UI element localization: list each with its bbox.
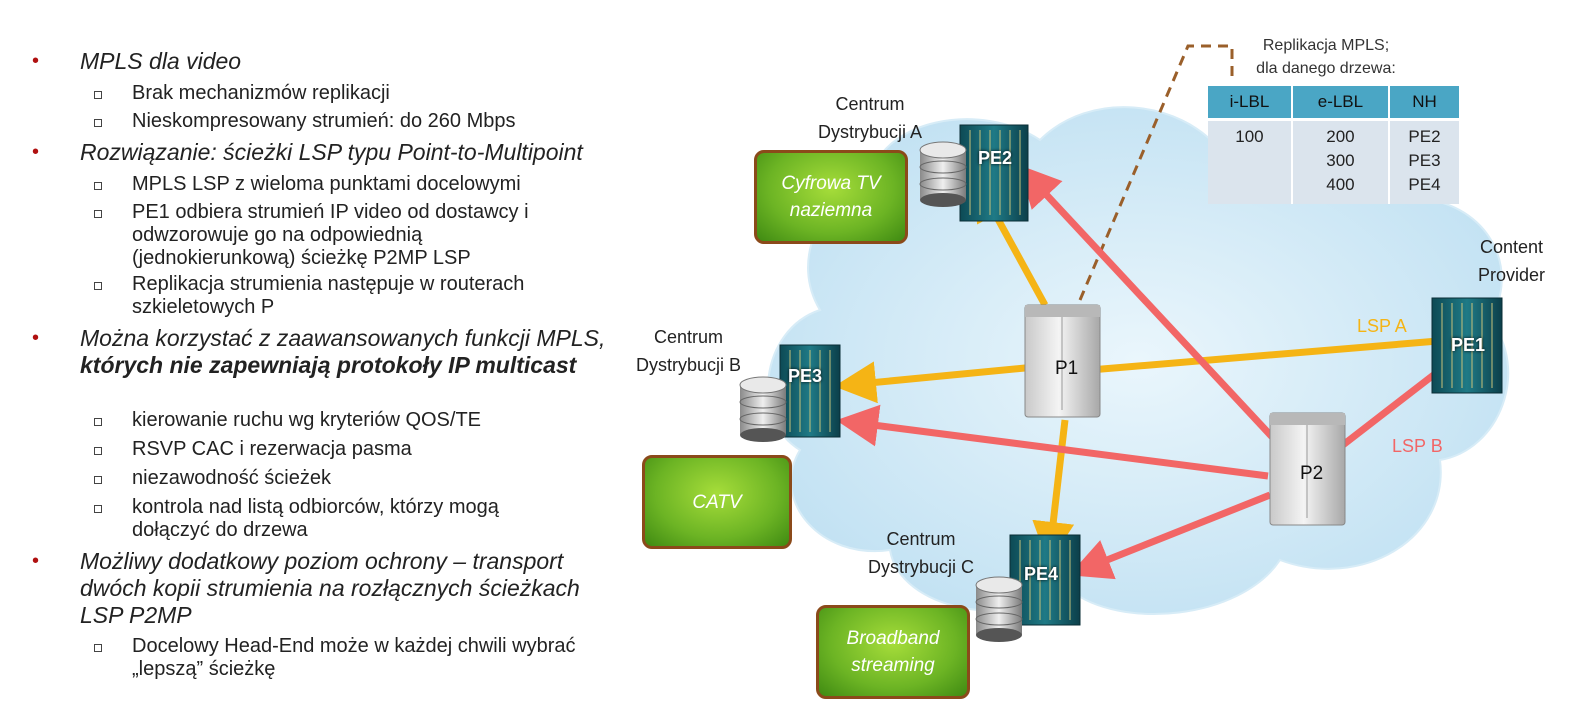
router-pe4	[1009, 534, 1081, 626]
router-pe3	[779, 344, 841, 438]
table-header-ilbl: i-LBL	[1208, 86, 1293, 120]
sub-bullet: kierowanie ruchu wg kryteriów QOS/TE	[132, 409, 482, 431]
server-b-icon	[739, 376, 787, 442]
bullet-marker: •	[32, 141, 40, 163]
lsp-a-label: LSP A	[1357, 316, 1407, 336]
lsp-b-p2-pe4	[1068, 491, 1272, 580]
lsp-b-pe1-p2	[1327, 367, 1443, 458]
sub-bullet: Nieskompresowany strumień: do 260 Mbps	[132, 110, 516, 132]
cell-ilbl: 100	[1208, 118, 1293, 204]
node-label-pe2: PE2	[978, 148, 1013, 168]
callout-line	[1078, 44, 1234, 301]
server-c-icon	[975, 576, 1023, 642]
lsp-b-p2-pe2	[1018, 164, 1278, 443]
table-header-elbl: e-LBL	[1291, 86, 1390, 120]
node-label-p2: P2	[1300, 463, 1324, 484]
sub-bullet: kontrola nad listą odbiorców, którzy mog…	[132, 496, 499, 541]
sub-bullet: PE1 odbiera strumień IP video od dostawc…	[132, 201, 529, 269]
service-box-catv: CATV	[642, 455, 792, 549]
node-label-pe4: PE4	[1024, 564, 1059, 584]
node-label-p1: P1	[1055, 358, 1079, 379]
node-label-pe1: PE1	[1451, 335, 1486, 355]
bullet-marker: •	[32, 550, 40, 572]
diagram-canvas	[739, 44, 1510, 642]
replication-table: i-LBL e-LBL NH 100 200 300 400 PE2 PE3 P…	[1208, 86, 1462, 204]
bullet-1: MPLS dla video	[80, 48, 242, 74]
router-p2	[1269, 412, 1346, 526]
sub-bullet: Replikacja strumienia następuje w router…	[132, 273, 525, 318]
bullet-list: • MPLS dla video Brak mechanizmów replik…	[0, 0, 640, 723]
cell-nh: PE2 PE3 PE4	[1388, 118, 1462, 204]
table-header-nh: NH	[1388, 86, 1462, 120]
lsp-b-label: LSP B	[1392, 436, 1443, 456]
bullet-marker: •	[32, 327, 40, 349]
bullet-4: Możliwy dodatkowy poziom ochrony – trans…	[80, 548, 580, 628]
router-pe1	[1431, 297, 1503, 394]
node-label-pe3: PE3	[788, 366, 823, 386]
sub-bullet: RSVP CAC i rezerwacja pasma	[132, 438, 412, 460]
router-pe2	[959, 124, 1029, 222]
sub-bullet: Docelowy Head-End może w każdej chwili w…	[132, 635, 576, 680]
lsp-a-p1-pe3	[834, 361, 1026, 404]
sub-bullet: MPLS LSP z wieloma punktami docelowymi	[132, 173, 521, 195]
lsp-b-p2-pe3	[836, 404, 1269, 480]
bullet-2: Rozwiązanie: ścieżki LSP typu Point-to-M…	[80, 139, 583, 165]
bullet-marker: •	[32, 50, 40, 72]
bullet-3: Można korzystać z zaawansowanych funkcji…	[80, 325, 606, 378]
sub-bullet: niezawodność ścieżek	[132, 467, 331, 489]
table-row: 100 200 300 400 PE2 PE3 PE4	[1208, 118, 1462, 204]
lsp-a-pe1-p1	[1089, 336, 1451, 374]
lsp-a-p1-pe4	[1032, 419, 1075, 564]
server-a-icon	[919, 141, 967, 207]
sub-bullet: Brak mechanizmów replikacji	[132, 82, 390, 104]
cell-elbl: 200 300 400	[1291, 118, 1390, 204]
router-p1	[1024, 304, 1101, 418]
replication-title: Replikacja MPLS; dla danego drzewa:	[1256, 37, 1396, 77]
